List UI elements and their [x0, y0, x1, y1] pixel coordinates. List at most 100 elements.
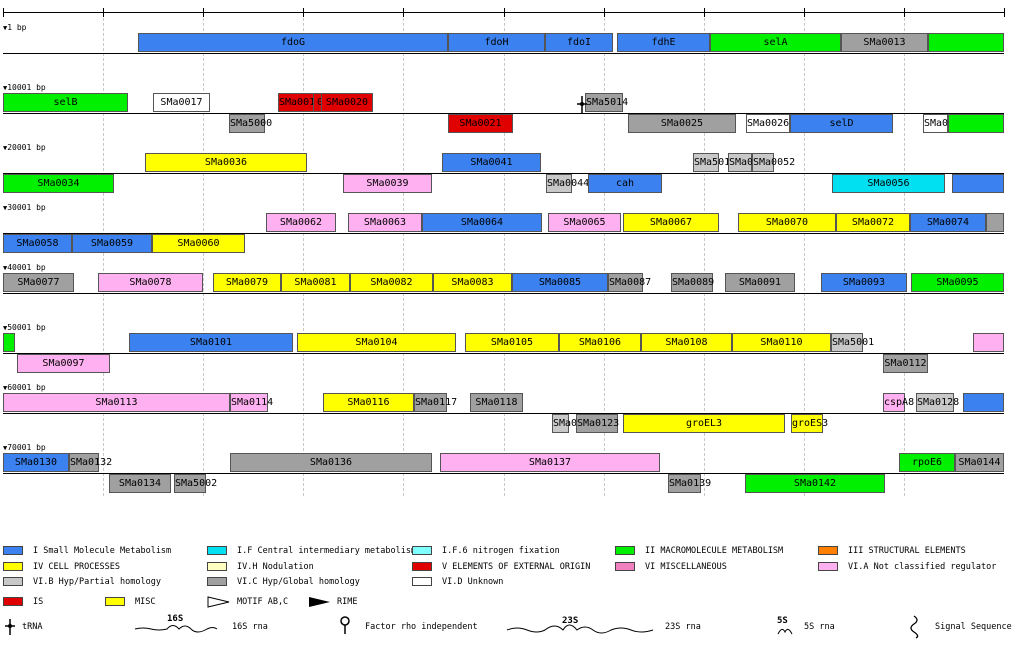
signal-sequence-icon: [910, 615, 919, 639]
grid-line: [603, 18, 605, 496]
gene-block[interactable]: SMa0062: [266, 213, 336, 232]
gene-block[interactable]: SMa0093: [821, 273, 907, 292]
gene-block[interactable]: SMa0113: [3, 393, 230, 412]
gene-block[interactable]: SMa0101: [129, 333, 293, 352]
gene-block[interactable]: SMa0112: [883, 354, 928, 373]
gene-block[interactable]: SMa0049: [728, 153, 771, 172]
gene-block[interactable]: SMa0067: [623, 213, 719, 232]
gene-block[interactable]: SMa0070: [738, 213, 836, 232]
gene-block[interactable]: SMa0123: [576, 414, 619, 433]
gene-block[interactable]: [986, 213, 1004, 232]
gene-block[interactable]: SMa0104: [297, 333, 456, 352]
gene-block[interactable]: SMa0020: [321, 93, 373, 112]
gene-block[interactable]: SMa0121: [552, 414, 595, 433]
gene-block[interactable]: selA: [710, 33, 841, 52]
gene-block[interactable]: [928, 33, 1004, 52]
gene-block[interactable]: SMa0118: [470, 393, 523, 412]
gene-block[interactable]: SMa0144: [955, 453, 1004, 472]
gene-block[interactable]: SMa0082: [350, 273, 433, 292]
gene-block[interactable]: fdoH: [448, 33, 545, 52]
gene-name: SMa0130: [14, 457, 58, 468]
gene-block[interactable]: fdhE: [617, 33, 710, 52]
gene-block[interactable]: SMa5002: [174, 474, 217, 493]
gene-block[interactable]: SMa0095: [911, 273, 1004, 292]
gene-block[interactable]: SMa0026: [746, 114, 790, 133]
gene-block[interactable]: SMa0130: [3, 453, 69, 472]
gene-block[interactable]: SMa5000: [229, 114, 272, 133]
gene-block[interactable]: rpoE6: [899, 453, 955, 472]
row-position-text: 30001 bp: [7, 203, 46, 212]
gene-block[interactable]: SMa0021: [448, 114, 513, 133]
row-position-label: ▼60001 bp: [3, 383, 46, 393]
gene-block[interactable]: SMa0137: [440, 453, 660, 472]
gene-block[interactable]: SMa0134: [109, 474, 171, 493]
gene-block[interactable]: SMa0013: [841, 33, 928, 52]
gene-block[interactable]: cspA8: [883, 393, 914, 412]
gene-block[interactable]: SMa0044: [546, 174, 589, 193]
gene-block[interactable]: SMa0060: [152, 234, 245, 253]
gene-block[interactable]: SMa0108: [641, 333, 732, 352]
gene-block[interactable]: SMa0052: [752, 153, 795, 172]
gene-block[interactable]: SMa0027: [923, 114, 966, 133]
gene-block[interactable]: SMa0039: [343, 174, 432, 193]
gene-block[interactable]: SMa0065: [548, 213, 621, 232]
gene-block[interactable]: SMa0058: [3, 234, 72, 253]
gene-block[interactable]: SMa0017: [153, 93, 210, 112]
gene-name: SMa0091: [738, 277, 782, 288]
gene-block[interactable]: SMa0087: [608, 273, 651, 292]
gene-block[interactable]: SMa0132: [69, 453, 112, 472]
gene-block[interactable]: SMa5014: [585, 93, 628, 112]
gene-block[interactable]: SMa0139: [668, 474, 711, 493]
gene-block[interactable]: SMa0114: [230, 393, 273, 412]
gene-block[interactable]: SMa0128: [916, 393, 959, 412]
legend-label: MISC: [135, 597, 156, 607]
gene-block[interactable]: SMa0074: [910, 213, 986, 232]
legend-label: VI MISCELLANEOUS: [645, 562, 727, 572]
gene-block[interactable]: SMa0079: [213, 273, 281, 292]
gene-name: SMa0025: [660, 118, 704, 129]
gene-block[interactable]: fdoI: [545, 33, 613, 52]
gene-block[interactable]: SMa0083: [433, 273, 512, 292]
gene-block[interactable]: SMa5015: [693, 153, 736, 172]
gene-block[interactable]: SMa0105: [465, 333, 559, 352]
gene-name: SMa0110: [760, 337, 803, 348]
gene-block[interactable]: SMa0034: [3, 174, 114, 193]
gene-block[interactable]: SMa0116: [323, 393, 414, 412]
gene-block[interactable]: fdoG: [138, 33, 448, 52]
gene-block[interactable]: SMa0097: [17, 354, 110, 373]
gene-block[interactable]: [3, 333, 15, 352]
gene-block[interactable]: SMa0136: [230, 453, 432, 472]
grid-line: [403, 18, 405, 496]
rrna5-symbol: [777, 624, 793, 642]
gene-block[interactable]: [952, 174, 1004, 193]
gene-block[interactable]: SMa0110: [732, 333, 831, 352]
gene-block[interactable]: SMa0106: [559, 333, 641, 352]
gene-block[interactable]: SMa0081: [281, 273, 350, 292]
gene-block[interactable]: SMa0072: [836, 213, 910, 232]
gene-block[interactable]: cah: [588, 174, 662, 193]
gene-block[interactable]: SMa0089: [671, 273, 714, 292]
gene-block[interactable]: SMa0041: [442, 153, 541, 172]
gene-block[interactable]: SMa5001: [831, 333, 874, 352]
gene-block[interactable]: groEL3: [623, 414, 785, 433]
gene-block[interactable]: groES3: [791, 414, 828, 433]
position-arrow-icon: ▼: [3, 204, 8, 212]
gene-block[interactable]: SMa0085: [512, 273, 608, 292]
gene-block[interactable]: SMa0077: [3, 273, 74, 292]
gene-block[interactable]: SMa0078: [98, 273, 203, 292]
gene-block[interactable]: SMa0025: [628, 114, 736, 133]
gene-block[interactable]: [973, 333, 1004, 352]
gene-block[interactable]: SMa0059: [72, 234, 152, 253]
gene-block[interactable]: SMa0142: [745, 474, 885, 493]
gene-block[interactable]: SMa0063: [348, 213, 422, 232]
gene-block[interactable]: [963, 393, 1004, 412]
gene-block[interactable]: SMa0064: [422, 213, 542, 232]
gene-block[interactable]: SMa0036: [145, 153, 307, 172]
gene-block[interactable]: selD: [790, 114, 893, 133]
gene-block[interactable]: SMa0056: [832, 174, 945, 193]
gene-block[interactable]: [948, 114, 1004, 133]
gene-block[interactable]: selB: [3, 93, 128, 112]
legend-item: VI.D Unknown: [412, 576, 612, 588]
gene-block[interactable]: SMa0117: [414, 393, 457, 412]
gene-block[interactable]: SMa0091: [725, 273, 795, 292]
